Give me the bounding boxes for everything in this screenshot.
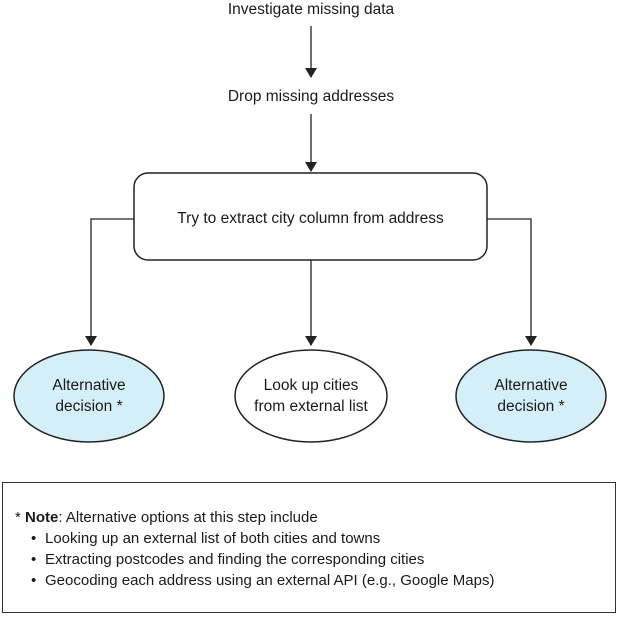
middle-decision-line2: from external list xyxy=(254,398,368,415)
middle-lookup-ellipse xyxy=(234,349,388,443)
right-alternative-ellipse xyxy=(455,349,607,443)
left-decision-label: Alternative decision * xyxy=(14,375,164,417)
left-decision-line1: Alternative xyxy=(52,377,126,394)
note-heading: * Note: Alternative options at this step… xyxy=(15,507,494,528)
drop-missing-addresses-label: Drop missing addresses xyxy=(227,88,395,105)
note-list-item: • Looking up an external list of both cit… xyxy=(31,528,494,549)
note-item-text: Looking up an external list of both citi… xyxy=(45,530,381,547)
note-list-item: • Geocoding each address using an externa… xyxy=(31,570,494,591)
left-alternative-ellipse xyxy=(13,349,165,443)
note-content: * Note: Alternative options at this step… xyxy=(15,507,494,591)
note-list: • Looking up an external list of both cit… xyxy=(15,528,494,591)
right-decision-label: Alternative decision * xyxy=(456,375,606,417)
note-label: Note xyxy=(25,509,59,526)
right-decision-line1: Alternative xyxy=(494,377,568,394)
right-decision-line2: decision * xyxy=(497,398,565,415)
bullet-icon: • xyxy=(31,551,37,568)
bullet-icon: • xyxy=(31,530,37,547)
note-asterisk: * xyxy=(15,509,26,526)
note-list-item: • Extracting postcodes and finding the co… xyxy=(31,549,494,570)
note-item-text: Geocoding each address using an external… xyxy=(45,572,495,589)
extract-city-label: Try to extract city column from address xyxy=(177,210,444,227)
left-decision-line2: decision * xyxy=(55,398,123,415)
middle-decision-line1: Look up cities xyxy=(263,377,359,394)
note-item-text: Extracting postcodes and finding the cor… xyxy=(45,551,425,568)
bullet-icon: • xyxy=(31,572,37,589)
arrow-to-left-decision xyxy=(85,218,134,346)
middle-decision-label: Look up cities from external list xyxy=(235,375,387,417)
arrow-to-right-decision xyxy=(487,218,537,346)
note-box: * Note: Alternative options at this step… xyxy=(2,482,616,613)
investigate-missing-data-label: Investigate missing data xyxy=(227,1,395,18)
note-intro: : Alternative options at this step inclu… xyxy=(58,509,318,526)
